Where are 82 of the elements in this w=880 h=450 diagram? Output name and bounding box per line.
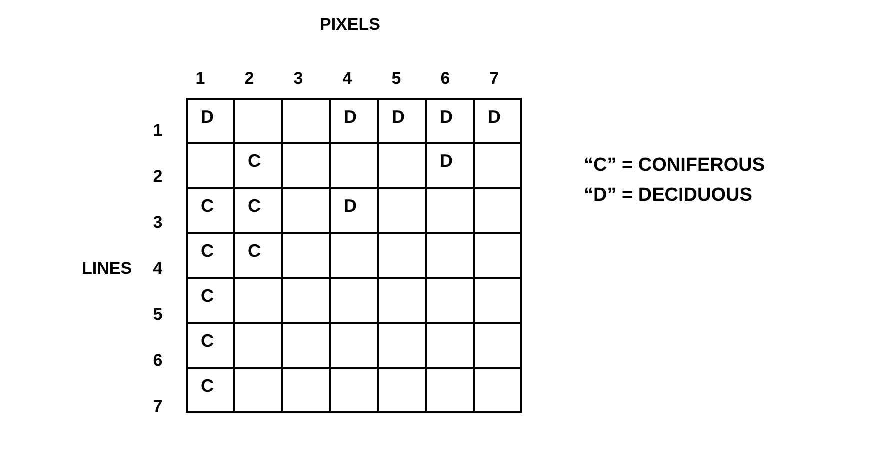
column-number: 2 [244, 68, 256, 90]
grid-cell [186, 233, 234, 278]
cell-letter: C [248, 152, 261, 170]
grid-cell [378, 188, 426, 233]
grid-cell [234, 278, 282, 323]
cell-letter: D [392, 108, 405, 126]
grid-cell [474, 278, 522, 323]
grid-cell [426, 323, 474, 368]
grid-cell [234, 188, 282, 233]
grid-cell [234, 143, 282, 188]
row-number: 5 [152, 304, 164, 326]
grid-cell [330, 188, 378, 233]
cell-letter: C [201, 197, 214, 215]
row-number: 6 [152, 350, 164, 372]
cell-letter: C [248, 242, 261, 260]
cell-letter: D [201, 108, 214, 126]
grid-cell [234, 233, 282, 278]
grid-cell [234, 323, 282, 368]
grid-cell [330, 323, 378, 368]
legend-text: “C” = CONIFEROUS [584, 154, 766, 178]
grid-cell [378, 143, 426, 188]
grid-cell [426, 368, 474, 413]
cell-letter: C [248, 197, 261, 215]
grid-cell [378, 368, 426, 413]
row-number: 1 [152, 120, 164, 142]
column-number: 3 [292, 68, 304, 90]
row-number: 7 [152, 396, 164, 418]
cell-letter: D [344, 197, 357, 215]
grid-cell [474, 368, 522, 413]
legend-text: “D” = DECIDUOUS [584, 184, 752, 208]
axis-title: LINES [82, 258, 132, 280]
grid-cell [426, 98, 474, 143]
grid-cell [282, 233, 330, 278]
cell-letter: C [201, 287, 214, 305]
grid-cell [282, 143, 330, 188]
grid-cell [282, 323, 330, 368]
grid-cell [426, 233, 474, 278]
grid-cell [426, 188, 474, 233]
grid-cell [186, 368, 234, 413]
grid-cell [186, 143, 234, 188]
grid-cell [474, 233, 522, 278]
grid-cell [378, 278, 426, 323]
grid-cell [282, 368, 330, 413]
grid-cell [282, 188, 330, 233]
cell-letter: C [201, 242, 214, 260]
grid-cell [186, 98, 234, 143]
grid-cell [378, 233, 426, 278]
grid-cell [426, 278, 474, 323]
column-number: 7 [488, 68, 500, 90]
column-number: 5 [390, 68, 402, 90]
grid-cell [234, 368, 282, 413]
column-number: 6 [440, 68, 452, 90]
column-number: 4 [342, 68, 354, 90]
grid-cell [282, 278, 330, 323]
grid-cell [282, 98, 330, 143]
grid-cell [330, 98, 378, 143]
grid-cell [378, 98, 426, 143]
row-number: 2 [152, 166, 164, 188]
grid-cell [474, 143, 522, 188]
cell-letter: D [440, 152, 453, 170]
column-number: 1 [194, 68, 206, 90]
grid-cell [186, 278, 234, 323]
grid-cell [378, 323, 426, 368]
grid-cell [330, 368, 378, 413]
grid-cell [186, 188, 234, 233]
cell-letter: D [344, 108, 357, 126]
grid-cell [474, 98, 522, 143]
row-number: 3 [152, 212, 164, 234]
cell-letter: D [488, 108, 501, 126]
grid-cell [186, 323, 234, 368]
grid-cell [330, 278, 378, 323]
grid-cell [330, 143, 378, 188]
cell-letter: C [201, 332, 214, 350]
cell-letter: C [201, 377, 214, 395]
grid-cell [474, 188, 522, 233]
grid-cell [330, 233, 378, 278]
row-number: 4 [152, 258, 164, 280]
grid-cell [234, 98, 282, 143]
cell-letter: D [440, 108, 453, 126]
axis-title: PIXELS [320, 14, 380, 36]
grid-cell [474, 323, 522, 368]
grid-cell [426, 143, 474, 188]
